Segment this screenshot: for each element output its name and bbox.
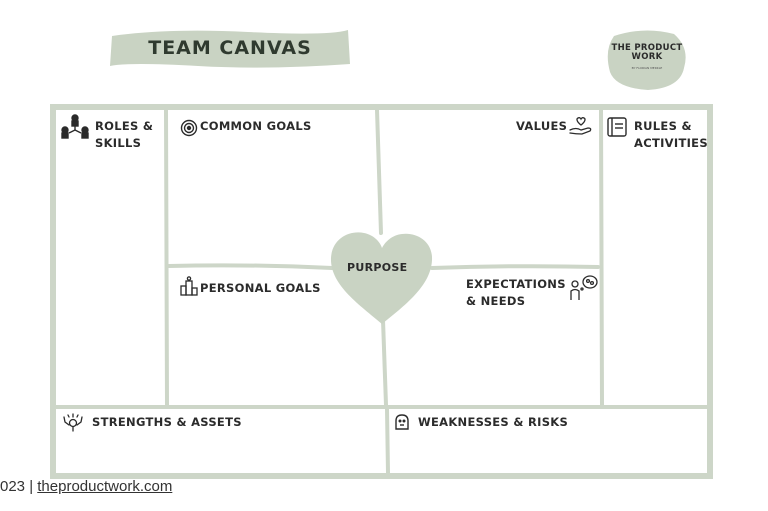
target-icon	[180, 119, 198, 137]
logo-blob	[607, 30, 686, 91]
roles-skills-label: ROLES & SKILLS	[95, 119, 154, 150]
divider-roles	[164, 108, 169, 408]
strengths-assets-label: STRENGTHS & ASSETS	[92, 415, 242, 429]
canvas-frame	[50, 104, 713, 479]
logo-text: THE PRODUCT WORK	[604, 44, 690, 62]
weaknesses-risks-label: WEAKNESSES & RISKS	[418, 415, 569, 429]
divider-left-mid	[167, 263, 334, 270]
strength-icon	[63, 413, 83, 432]
purpose-heart	[330, 232, 433, 324]
rules-activities-label: RULES & ACTIVITIES	[634, 119, 708, 150]
page-title: TEAM CANVAS	[148, 37, 312, 59]
footer: 023 | theproductwork.com	[0, 478, 172, 495]
divider-lower-mid	[381, 318, 388, 407]
logo-line-1: THE PRODUCT	[611, 43, 683, 53]
website-link[interactable]: theproductwork.com	[37, 478, 173, 495]
personal-goals-label: PERSONAL GOALS	[200, 281, 321, 295]
title-banner: TEAM CANVAS	[108, 26, 352, 70]
divider-rules	[599, 108, 604, 408]
person-thought-icon	[570, 275, 598, 300]
ghost-icon	[395, 414, 409, 430]
book-icon	[607, 117, 627, 137]
expectations-needs-label: EXPECTATIONS & NEEDS	[466, 277, 566, 308]
logo: THE PRODUCT WORK BY FLORIAN MERKLE	[604, 28, 690, 92]
brush-stroke	[110, 30, 350, 68]
logo-subtitle: BY FLORIAN MERKLE	[631, 66, 663, 70]
hand-heart-icon	[569, 117, 592, 135]
podium-icon	[180, 276, 198, 296]
divider-top-mid	[375, 108, 383, 235]
divider-right-mid	[430, 264, 600, 270]
purpose-label: PURPOSE	[347, 261, 408, 274]
divider-bottom-mid	[385, 407, 390, 475]
values-label: VALUES	[516, 119, 568, 133]
common-goals-label: COMMON GOALS	[200, 119, 312, 133]
logo-line-2: WORK	[631, 52, 663, 62]
team-icon	[61, 114, 89, 139]
footer-copyright: 023 |	[0, 478, 34, 495]
